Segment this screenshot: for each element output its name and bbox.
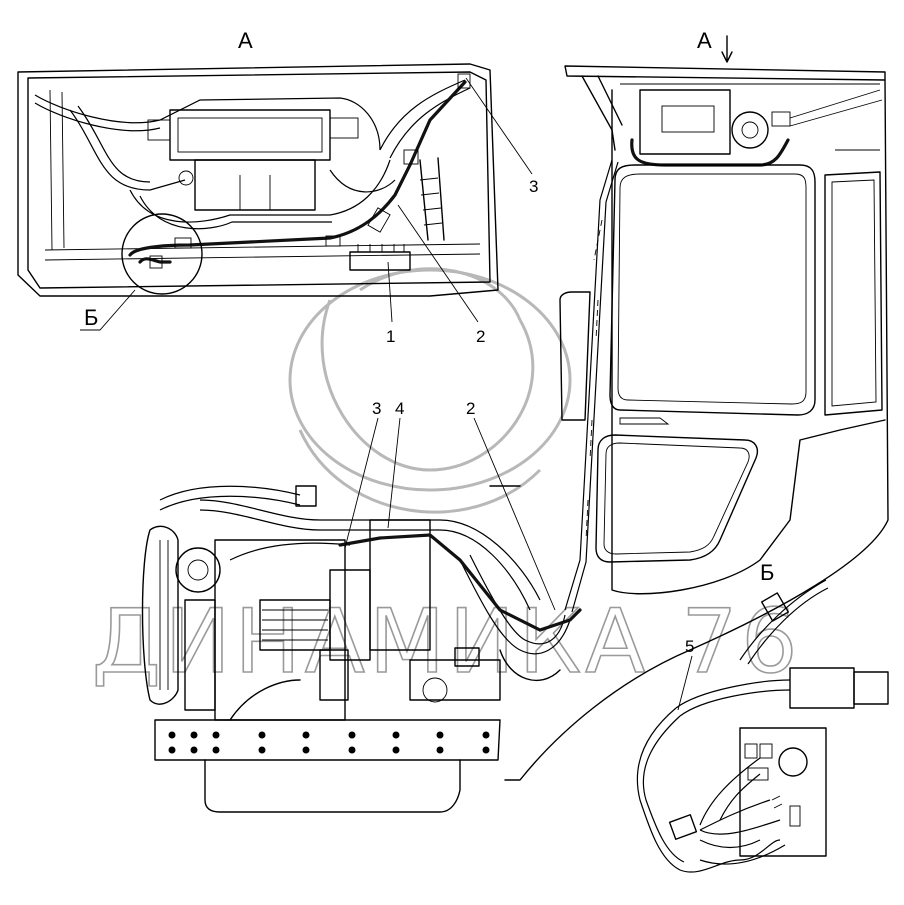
callout-top-1: 1 bbox=[386, 327, 395, 346]
view-a-title: А bbox=[238, 28, 253, 53]
view-a-arrow bbox=[721, 35, 733, 63]
watermark-text: ДИНАМИКА 76 bbox=[92, 590, 801, 693]
callout-top-3: 3 bbox=[529, 177, 538, 196]
watermark-logo bbox=[288, 267, 572, 514]
leader-main-3 bbox=[344, 417, 379, 549]
cab-outline bbox=[489, 65, 889, 781]
view-a-arrow-label: А bbox=[697, 28, 712, 53]
callout-main-4: 4 bbox=[395, 399, 404, 418]
leader-main-2 bbox=[473, 417, 556, 611]
leader-main-4 bbox=[387, 417, 401, 529]
view-a-inset bbox=[17, 63, 499, 297]
leader-b bbox=[80, 289, 136, 331]
detail-b bbox=[636, 579, 889, 873]
view-b-title: Б bbox=[760, 560, 774, 585]
leader-top-2 bbox=[397, 204, 479, 323]
leader-top-1 bbox=[387, 261, 393, 323]
callout-main-2: 2 bbox=[466, 399, 475, 418]
leader-detail-5 bbox=[677, 655, 693, 711]
callout-main-3: 3 bbox=[372, 399, 381, 418]
callout-detail-5: 5 bbox=[685, 637, 694, 656]
view-b-callout: Б bbox=[84, 305, 98, 330]
callout-top-2: 2 bbox=[476, 327, 485, 346]
leader-top-3 bbox=[465, 77, 533, 175]
engine-assembly bbox=[141, 485, 582, 813]
